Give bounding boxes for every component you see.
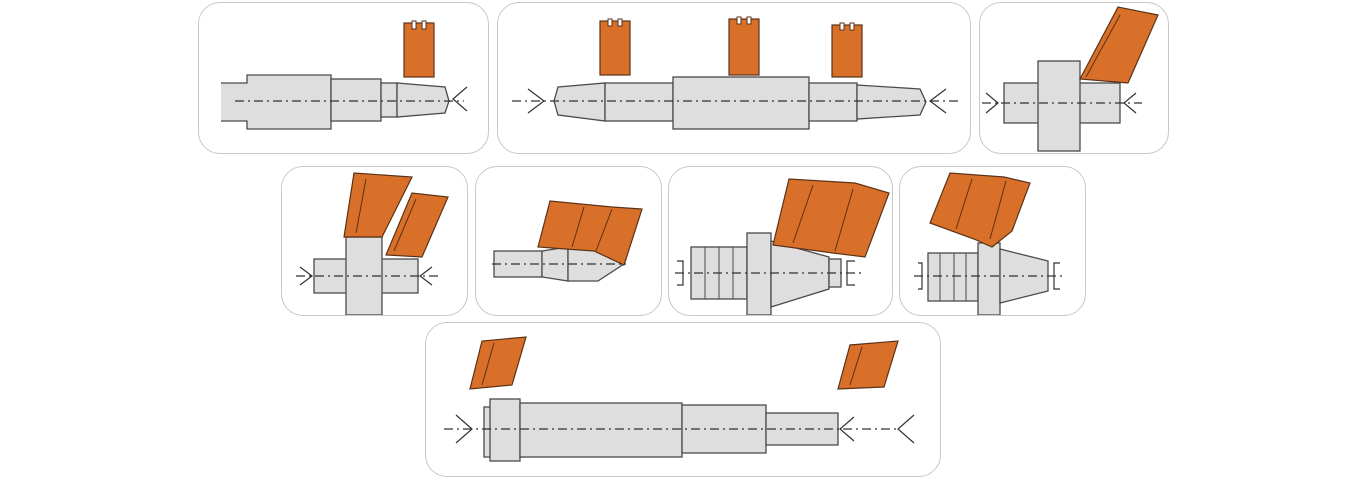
form-cutting-tool (929, 172, 1031, 248)
panel-profile-cone (475, 166, 662, 316)
taper (770, 240, 830, 308)
workpiece-body (927, 252, 979, 302)
panel-flanged-taper (668, 166, 893, 316)
diagram-stepped-shaft-taper (221, 20, 468, 130)
diagram-long-shaft-two-tools (444, 336, 915, 462)
panel-facing-collar (979, 2, 1169, 154)
diagram-multi-step-three-tools (512, 16, 958, 130)
cutting-tool (403, 22, 435, 78)
tail-center (452, 86, 468, 112)
panel-shoulder-two-tools (281, 166, 468, 316)
panel-multi-step-three-tools (497, 2, 971, 154)
panel-stepped-shaft-taper (198, 2, 489, 154)
form-cutting-tool (537, 200, 643, 266)
diagram-shoulder-two-tools (296, 172, 449, 315)
tailstock-center (897, 414, 915, 444)
cutting-tool-left (343, 172, 413, 238)
tail-center (839, 416, 855, 442)
cutting-tool-right (385, 192, 449, 258)
panel-form-groove (899, 166, 1086, 316)
cutting-tool (1079, 6, 1159, 84)
diagram-form-groove (914, 172, 1066, 315)
cutting-tool-right (837, 340, 899, 390)
diagram-facing-collar (982, 6, 1159, 152)
diagram-flanged-taper (675, 178, 890, 315)
workpiece-shaft (221, 74, 332, 130)
panel-long-shaft-two-tools (425, 322, 941, 477)
flange (977, 242, 1001, 315)
cutting-tool-right (831, 24, 863, 78)
diagram-profile-cone (492, 200, 643, 282)
cutting-tool-middle (728, 18, 760, 76)
collar (489, 398, 521, 462)
form-cutting-tool (772, 178, 890, 258)
workpiece-shaft (553, 82, 606, 122)
collar (1037, 60, 1081, 152)
cutting-tool-left (599, 20, 631, 76)
cutting-tool-left (469, 336, 527, 390)
flange (746, 232, 772, 315)
